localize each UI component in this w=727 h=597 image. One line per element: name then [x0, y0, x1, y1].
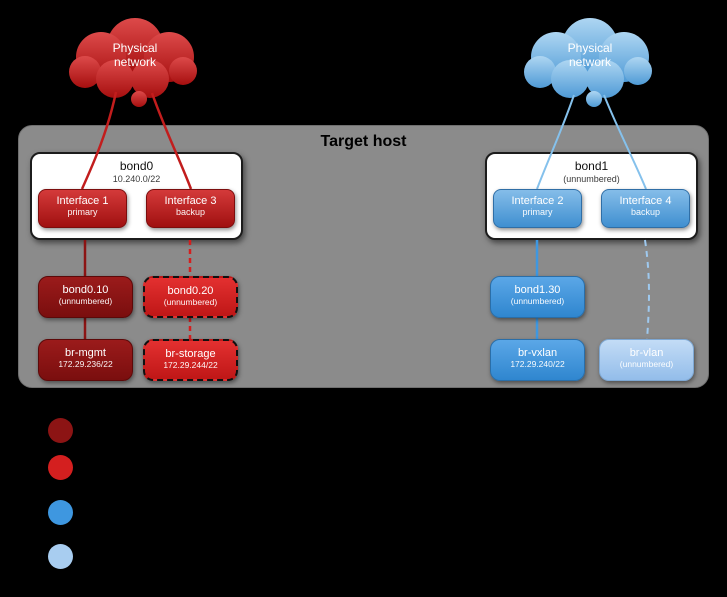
interface-3-label: Interface 3: [164, 195, 217, 207]
physical-network-cloud-right: [524, 18, 652, 107]
cloud-left-label-line2: network: [114, 55, 157, 69]
bond0-20-label: bond0.20: [167, 285, 214, 297]
cloud-right-label-line2: network: [569, 55, 612, 69]
bond0-label: bond0: [119, 159, 154, 173]
interface-2-role: primary: [522, 207, 553, 217]
interface-3-role: backup: [175, 207, 206, 217]
physical-network-cloud-left: [69, 18, 197, 107]
interface-4-box: Interface 4 backup: [601, 189, 690, 228]
br-vlan-address: (unnumbered): [619, 359, 674, 369]
interface-2-label: Interface 2: [511, 195, 564, 207]
interface-4-role: backup: [630, 207, 661, 217]
interface-2-box: Interface 2 primary: [493, 189, 582, 228]
legend-dot-red: [48, 455, 73, 480]
br-mgmt-address: 172.29.236/22: [58, 359, 113, 369]
target-host-title: Target host: [320, 133, 407, 150]
legend-dot-blue: [48, 500, 73, 525]
bond1-label: bond1: [574, 159, 609, 173]
legend-dot-light-blue: [48, 544, 73, 569]
br-storage-label: br-storage: [165, 348, 216, 360]
br-mgmt-label: br-mgmt: [65, 347, 106, 359]
interface-1-box: Interface 1 primary: [38, 189, 127, 228]
br-vlan-label: br-vlan: [629, 347, 664, 359]
br-vxlan-address: 172.29.240/22: [510, 359, 565, 369]
br-storage-box: br-storage 172.29.244/22: [143, 339, 238, 381]
bond0-10-label: bond0.10: [62, 284, 109, 296]
bond0-address: 10.240.0/22: [112, 174, 161, 184]
bond1-30-address: (unnumbered): [510, 296, 565, 306]
cloud-left-label-line1: Physical: [113, 41, 158, 55]
br-vxlan-label: br-vxlan: [517, 347, 558, 359]
bond0-10-address: (unnumbered): [58, 296, 113, 306]
br-mgmt-box: br-mgmt 172.29.236/22: [38, 339, 133, 381]
interface-1-role: primary: [67, 207, 98, 217]
legend-dot-dark-red: [48, 418, 73, 443]
bond1-30-label: bond1.30: [514, 284, 561, 296]
interface-4-label: Interface 4: [619, 195, 672, 207]
bond0-20-address: (unnumbered): [163, 297, 218, 307]
br-storage-address: 172.29.244/22: [163, 360, 218, 370]
interface-3-box: Interface 3 backup: [146, 189, 235, 228]
interface-1-label: Interface 1: [56, 195, 109, 207]
cloud-right-label-line1: Physical: [568, 41, 613, 55]
br-vlan-box: br-vlan (unnumbered): [599, 339, 694, 381]
bond0-20-box: bond0.20 (unnumbered): [143, 276, 238, 318]
bond1-30-box: bond1.30 (unnumbered): [490, 276, 585, 318]
bond1-address: (unnumbered): [563, 174, 620, 184]
br-vxlan-box: br-vxlan 172.29.240/22: [490, 339, 585, 381]
bond0-10-box: bond0.10 (unnumbered): [38, 276, 133, 318]
